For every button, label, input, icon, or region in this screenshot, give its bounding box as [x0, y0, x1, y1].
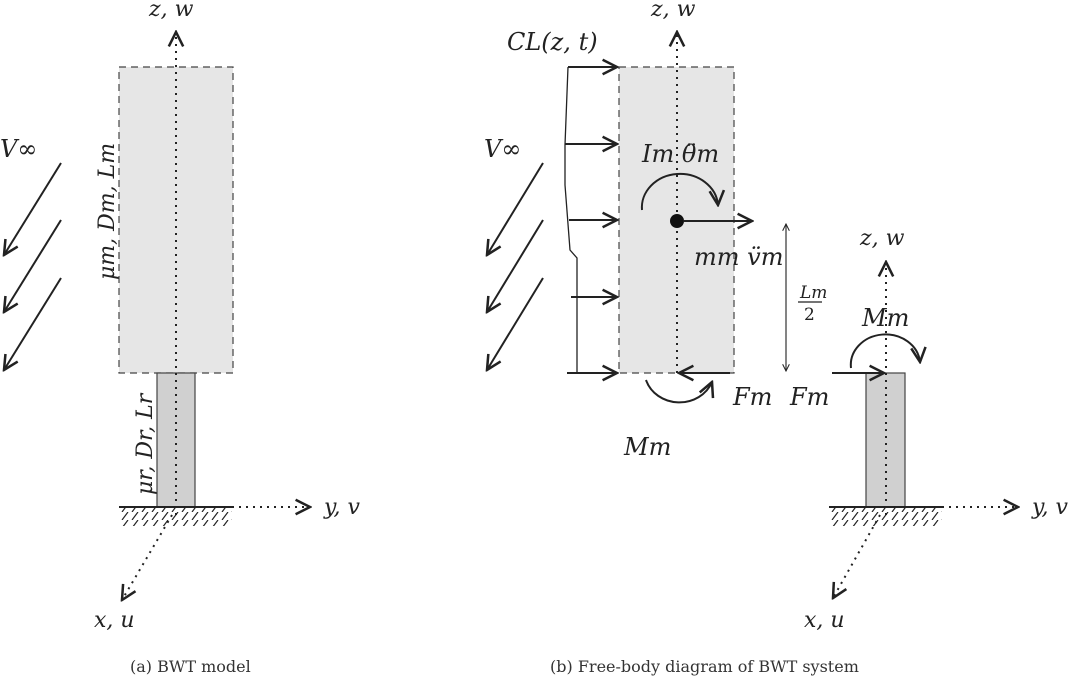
z-axis-label-b: z, w	[650, 0, 696, 22]
inertia-moment-arrow	[640, 172, 718, 211]
y-axis-label-b: y, v	[1031, 495, 1068, 520]
x-axis-b	[833, 514, 881, 598]
x-axis-a	[122, 514, 173, 600]
inertia-force-label: mm v̈m	[694, 243, 783, 271]
moment-top-arrow	[849, 333, 920, 369]
wind-label-a: V∞	[0, 135, 37, 163]
ground-hatch-b	[829, 508, 942, 526]
wind-arrow	[4, 162, 62, 255]
load-arrows	[565, 67, 617, 373]
ground-hatch-a	[119, 508, 232, 526]
y-axis-label-a: y, v	[323, 495, 360, 520]
panel-b: z, w CL(z, t) V∞ Im θ̈m mm v̈m Lm 2	[484, 0, 1068, 676]
force-right-label: Fm	[789, 383, 829, 411]
panel-a: z, w y, v x, u V∞ μm, Dm, Lm μr, Dr, Lr …	[0, 0, 360, 676]
z-axis-label-lower-b: z, w	[859, 226, 905, 251]
wind-arrow	[487, 219, 544, 312]
wind-arrows-b	[487, 162, 544, 370]
half-length-denominator: 2	[804, 305, 815, 325]
inertia-moment-label: Im θ̈m	[641, 140, 719, 168]
wind-arrows-a	[4, 162, 62, 370]
wind-arrow	[4, 219, 62, 312]
moment-bottom-label: Mm	[623, 433, 671, 461]
caption-a: (a) BWT model	[130, 657, 251, 676]
z-axis-label-a: z, w	[148, 0, 194, 22]
force-left-label: Fm	[732, 383, 772, 411]
load-profile-curve	[564, 66, 578, 373]
wind-arrow	[487, 277, 544, 370]
moment-top-label: Mm	[861, 304, 909, 332]
x-axis-label-b: x, u	[804, 608, 845, 633]
x-axis-label-a: x, u	[94, 608, 135, 633]
center-of-mass-dot	[670, 214, 684, 228]
half-length-numerator: Lm	[799, 283, 827, 303]
load-label: CL(z, t)	[507, 28, 598, 56]
wind-arrow	[487, 162, 544, 255]
wind-label-b: V∞	[484, 135, 521, 163]
lower-body-params-label: μr, Dr, Lr	[133, 392, 158, 495]
upper-body-params-label: μm, Dm, Lm	[95, 143, 120, 280]
caption-b: (b) Free-body diagram of BWT system	[550, 657, 859, 676]
wind-arrow	[4, 277, 62, 370]
moment-bottom-arrow	[645, 380, 712, 404]
